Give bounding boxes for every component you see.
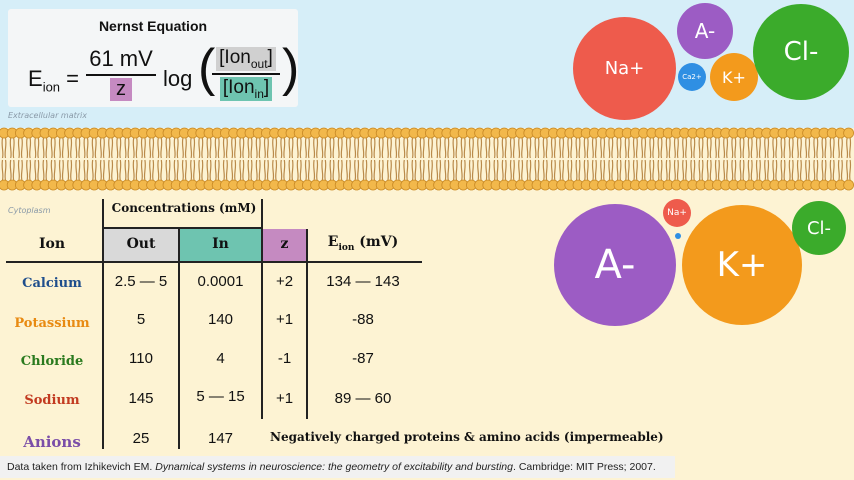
sodium-z: +1 — [275, 390, 294, 407]
in-header: In — [212, 236, 229, 252]
calcium-out: 2.5 — 5 — [114, 273, 168, 290]
outside-k-label: K+ — [722, 67, 746, 87]
outside-na-label: Na+ — [604, 58, 645, 79]
table-vline-4 — [306, 229, 308, 419]
calcium-label: Calcium — [22, 276, 82, 291]
concentration-fraction: [Ionout] [Ionin] — [212, 47, 280, 101]
z-header: z — [280, 236, 289, 252]
denominator-z: z — [110, 78, 132, 101]
chloride-in: 4 — [216, 350, 225, 367]
anions-label: Anions — [23, 433, 81, 451]
chloride-label: Chloride — [20, 354, 84, 369]
sodium-eion: 89 — 60 — [334, 390, 392, 407]
table-vline-2 — [178, 229, 180, 449]
citation-prefix: Data taken from Izhikevich EM. — [7, 461, 156, 473]
sodium-in: 5 — 15 — [196, 388, 245, 405]
outside-cl-label: Cl- — [783, 37, 819, 67]
inside-na-ion: Na+ — [663, 199, 691, 227]
out-header-bg — [104, 229, 178, 261]
outside-cl-ion: Cl- — [753, 4, 849, 100]
ion-out-close: ] — [267, 47, 273, 68]
eion-header: Eion (mV) — [308, 234, 418, 253]
eion-unit: (mV) — [359, 234, 399, 250]
calcium-eion: 134 — 143 — [326, 273, 400, 290]
ion-out-sub: out — [250, 56, 268, 71]
citation-title: Dynamical systems in neuroscience: the g… — [155, 461, 513, 473]
ion-in-sub: in — [254, 86, 264, 101]
citation-suffix: . Cambridge: MIT Press; 2007. — [512, 461, 656, 473]
table-hline-header — [6, 261, 422, 263]
potassium-label: Potassium — [14, 316, 90, 331]
table-hline-top — [104, 227, 261, 229]
sodium-out: 145 — [128, 390, 154, 407]
outside-anion: A- — [677, 3, 733, 59]
citation-footer: Data taken from Izhikevich EM. Dynamical… — [0, 456, 675, 478]
row-calcium-name: Calcium — [4, 276, 100, 291]
equals-sign: = — [66, 66, 80, 91]
outside-k-ion: K+ — [710, 53, 758, 101]
table-vline-1 — [102, 199, 104, 449]
fraction-bar — [86, 74, 156, 76]
eion-sub: ion — [338, 242, 355, 253]
sodium-label: Sodium — [24, 393, 80, 408]
ion-in-box: [Ionin] — [219, 76, 273, 101]
inside-ca-ion — [675, 233, 681, 239]
out-header: Out — [126, 236, 156, 252]
inside-cl-label: Cl- — [806, 217, 832, 239]
outside-anion-label: A- — [694, 19, 716, 43]
ion-out-main: [Ion — [219, 47, 251, 68]
potassium-z: +1 — [275, 311, 294, 328]
ion-in-main: [Ion — [222, 76, 255, 98]
ion-out-box: [Ionout] — [216, 47, 276, 71]
outside-na-ion: Na+ — [573, 17, 676, 120]
inside-anion: A- — [554, 204, 676, 326]
row-anions-name: Anions — [4, 433, 100, 451]
row-potassium-name: Potassium — [4, 316, 100, 331]
cytoplasm-label: Cytoplasm — [8, 206, 51, 215]
z-header-bg — [263, 229, 306, 261]
row-sodium-name: Sodium — [4, 393, 100, 408]
potassium-in: 140 — [207, 311, 234, 328]
lhs-sub: ion — [42, 79, 61, 95]
outside-ca-label: Ca2+ — [682, 73, 702, 81]
concentrations-header: Concentrations (mM) — [111, 201, 257, 215]
nernst-equation-box: Nernst Equation Eion = 61 mV z log ( [Io… — [8, 9, 300, 107]
anions-out: 25 — [132, 430, 150, 447]
outside-ca-ion: Ca2+ — [678, 63, 706, 91]
chloride-eion: -87 — [352, 350, 374, 367]
inside-k-label: K+ — [716, 245, 768, 285]
anions-note: Negatively charged proteins & amino acid… — [270, 430, 664, 444]
row-chloride-name: Chloride — [4, 354, 100, 369]
inside-na-label: Na+ — [667, 208, 687, 218]
left-paren: ( — [198, 39, 216, 97]
inside-cl-ion: Cl- — [792, 201, 846, 255]
lhs-main: E — [28, 66, 43, 91]
chloride-z: -1 — [277, 350, 292, 367]
equation-title: Nernst Equation — [98, 18, 208, 34]
extracellular-label: Extracellular matrix — [8, 111, 87, 120]
table-vline-3 — [261, 199, 263, 419]
log-text: log — [163, 66, 193, 91]
anions-in: 147 — [207, 430, 234, 447]
eion-main: E — [327, 234, 339, 250]
right-paren: ) — [282, 39, 300, 97]
in-header-bg — [180, 229, 261, 261]
voltage-fraction: 61 mV z — [86, 46, 156, 101]
fraction-bar-2 — [212, 72, 280, 75]
inside-k-ion: K+ — [682, 205, 802, 325]
numerator: 61 mV — [89, 46, 153, 71]
inside-anion-label: A- — [594, 242, 636, 288]
ion-in-close: ] — [263, 76, 270, 98]
ion-header: Ion — [38, 236, 66, 252]
lipid-bilayer-membrane — [0, 127, 854, 191]
chloride-out: 110 — [129, 350, 153, 367]
equation-lhs: Eion = — [28, 66, 79, 94]
calcium-in: 0.0001 — [197, 273, 244, 290]
potassium-out: 5 — [136, 311, 146, 328]
calcium-z: +2 — [275, 273, 294, 290]
potassium-eion: -88 — [352, 311, 374, 328]
